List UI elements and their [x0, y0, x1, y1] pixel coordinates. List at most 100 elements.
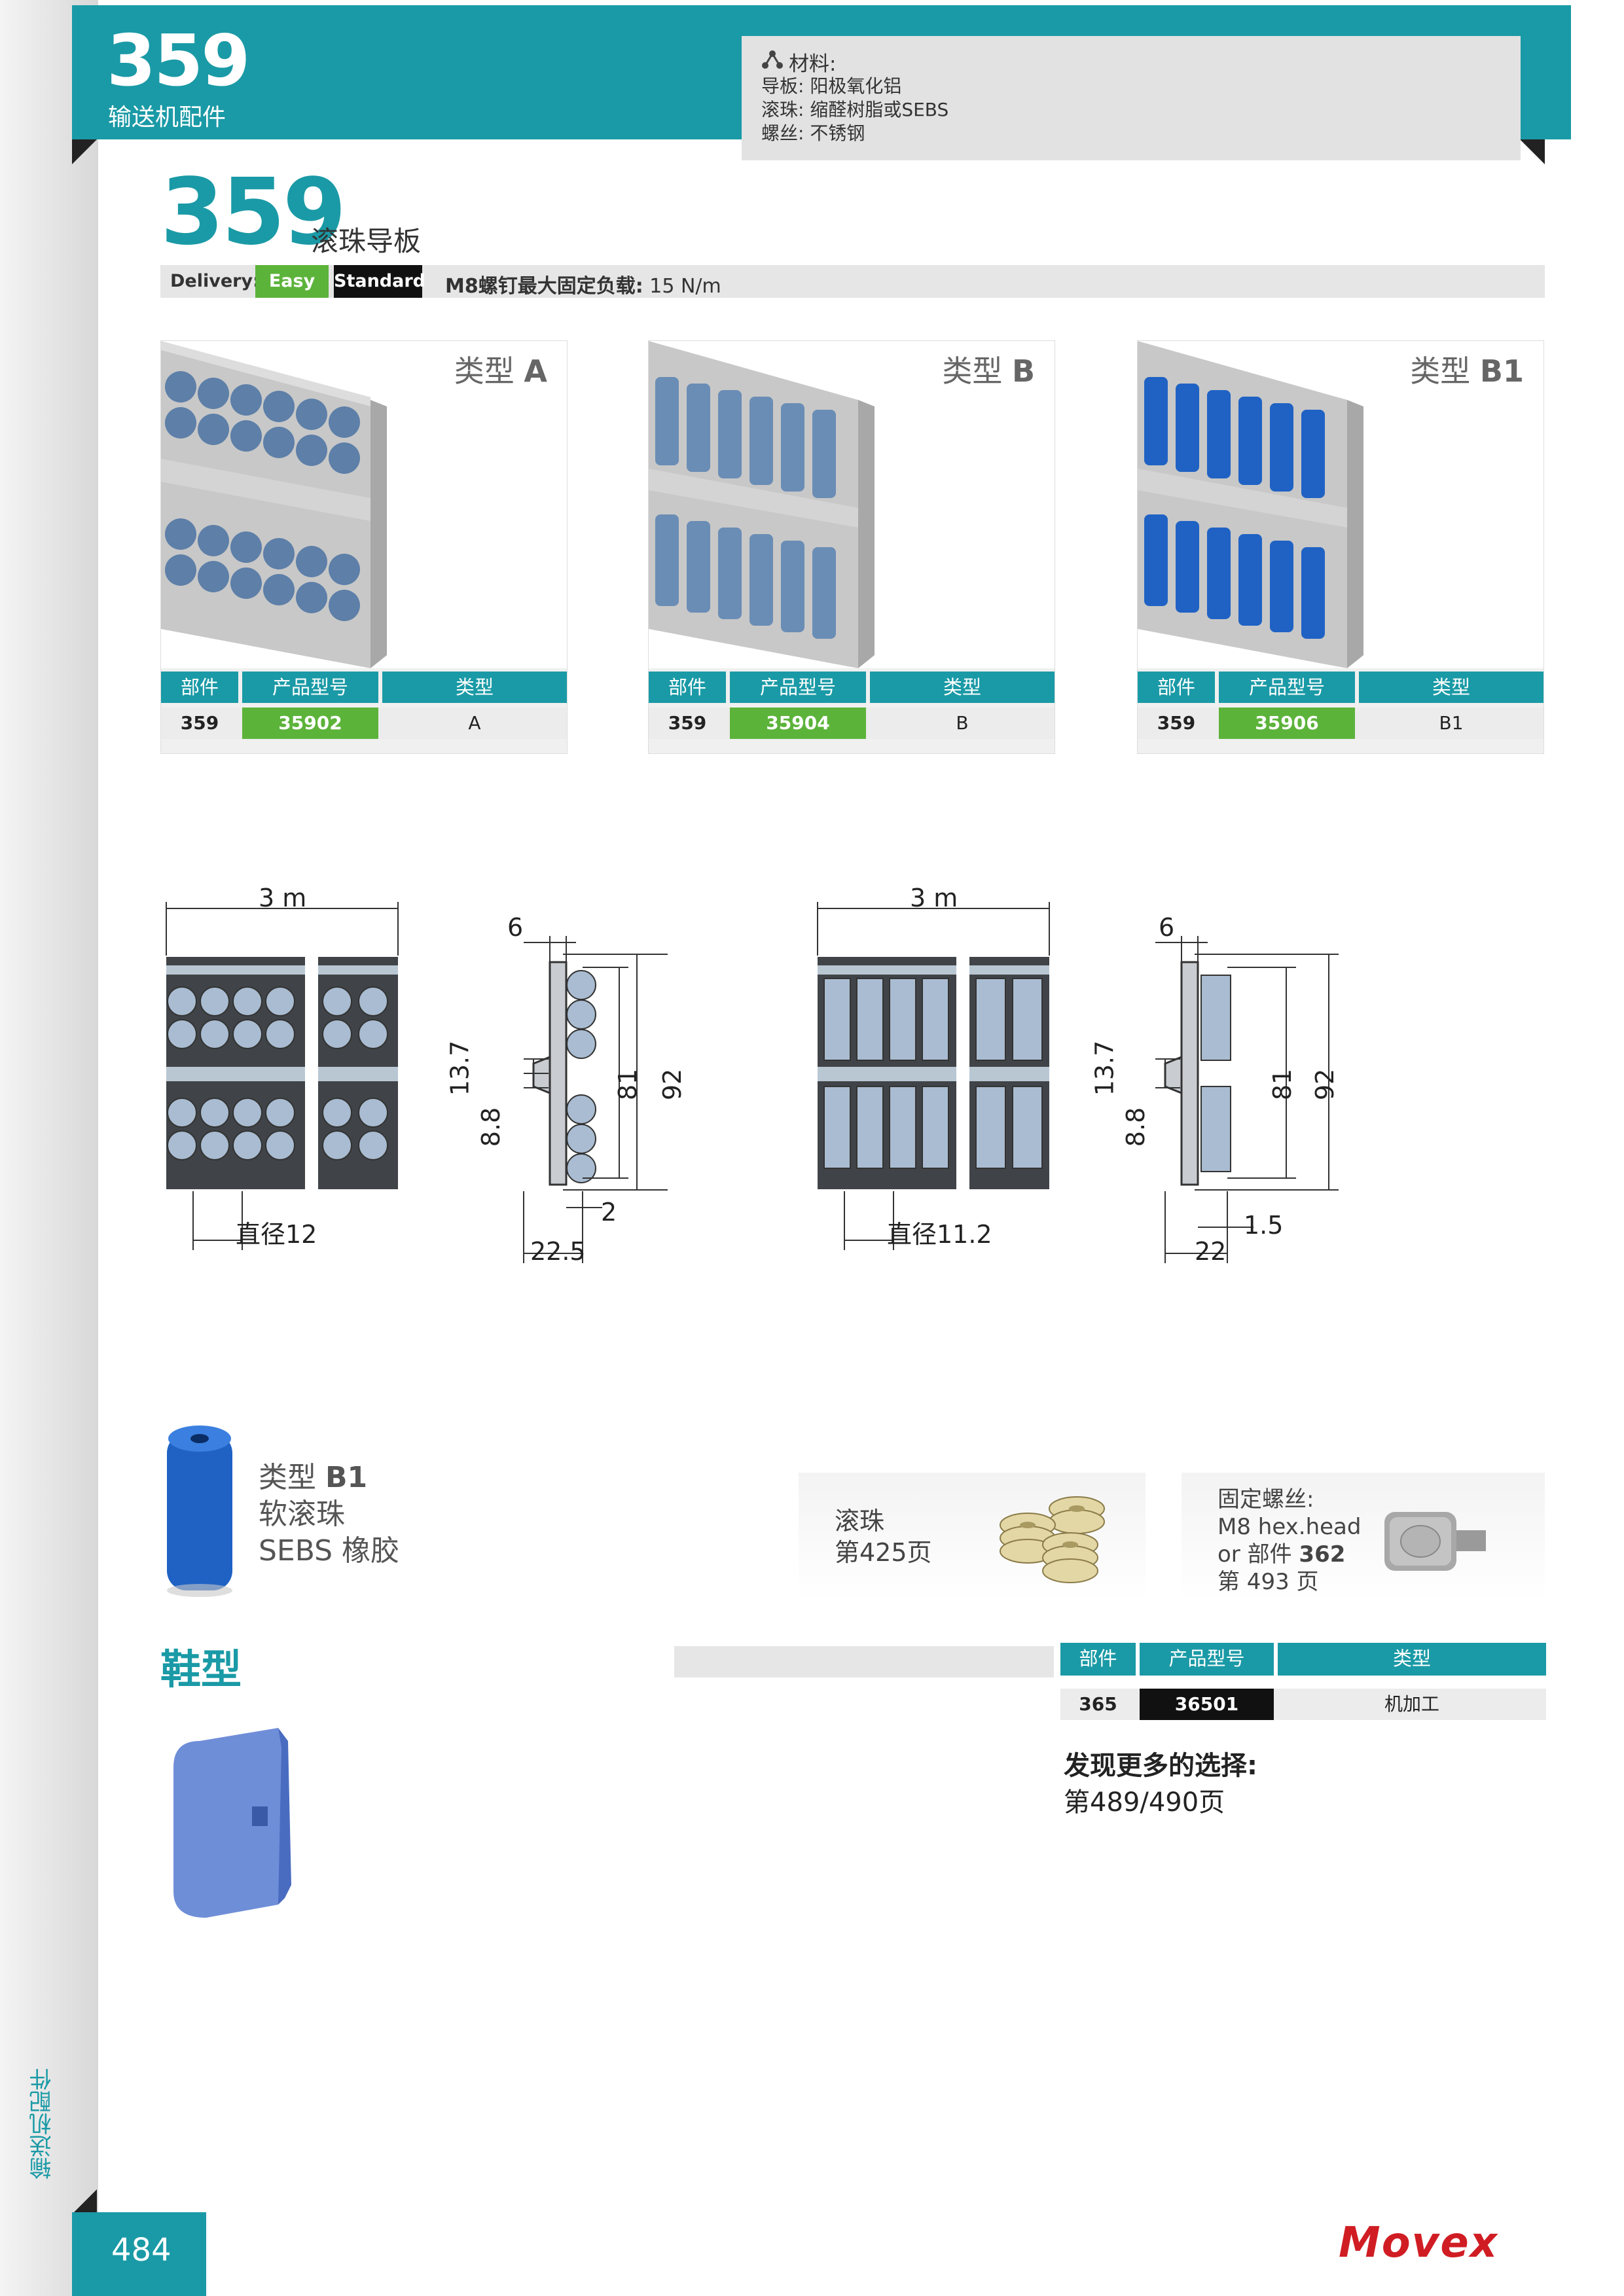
dim-8-8: 8.8 [1121, 1107, 1151, 1147]
col-part: 部件 [649, 672, 726, 703]
shoe-table-header: 部件 产品型号 类型 [1060, 1643, 1546, 1676]
shoe-image [173, 1728, 291, 1918]
card-type-label: 类型 [942, 353, 1003, 389]
dim-13-7: 13.7 [445, 1040, 475, 1096]
cell-code: 35906 [1219, 708, 1355, 739]
card-type-title: 类型 A [454, 348, 547, 391]
balls-ref-page: 第425页 [835, 1538, 932, 1567]
material-line: 螺丝: 不锈钢 [761, 122, 865, 144]
product-card-b1: 类型 B1 部件 产品型号 类型 359 35906 B1 [1137, 340, 1544, 754]
dim-6: 6 [1159, 913, 1175, 942]
product-photo [649, 341, 1055, 668]
screw-ref-part-label: or 部件 [1218, 1541, 1292, 1568]
col-part: 部件 [1138, 672, 1215, 703]
product-card-a: 类型 A 部件 产品型号 类型 359 35902 A [160, 340, 568, 754]
header-number: 359 [107, 20, 250, 102]
dim-22-5: 22.5 [530, 1237, 586, 1266]
cell-part: 365 [1079, 1693, 1117, 1715]
dim-length: 3 m [259, 884, 307, 912]
table-row: 359 35902 A [161, 708, 567, 739]
dim-92: 92 [1310, 1068, 1340, 1101]
max-load-value: 15 N/m [649, 275, 721, 298]
screw-ref-part: or 部件 362 [1218, 1541, 1361, 1568]
table-header: 部件 产品型号 类型 [161, 672, 567, 703]
screw-ref-text: 固定螺丝: M8 hex.head or 部件 362 第 493 页 [1218, 1486, 1361, 1596]
col-code: 产品型号 [730, 672, 866, 703]
delivery-label: Delivery: [170, 271, 260, 291]
shoe-title: 鞋型 [160, 1645, 242, 1693]
soft-roller-material: SEBS 橡胶 [259, 1534, 400, 1568]
page-fold [72, 2189, 97, 2214]
soft-roller-type-suffix: B1 [325, 1461, 368, 1494]
soft-roller-type-label: 类型 [259, 1461, 316, 1494]
table-row: 365 36501 机加工 [1060, 1689, 1546, 1720]
cell-part: 359 [668, 712, 707, 734]
materials-box [742, 36, 1521, 160]
cell-part: 359 [1157, 712, 1196, 734]
header-fold-right [1520, 139, 1545, 164]
col-type: 类型 [382, 672, 567, 703]
table-header: 部件 产品型号 类型 [1138, 672, 1543, 703]
card-type-title: 类型 B1 [1410, 348, 1524, 391]
dim-length: 3 m [910, 884, 958, 912]
product-name: 滚珠导板 [311, 225, 422, 257]
product-photo [161, 341, 567, 668]
roller-guide-b-image [649, 341, 875, 668]
screw-ref-page: 第 493 页 [1218, 1569, 1319, 1595]
left-sidebar [0, 0, 98, 2296]
dim-13-7: 13.7 [1090, 1040, 1119, 1096]
dim-81: 81 [1268, 1068, 1297, 1101]
cell-type: A [468, 712, 481, 734]
max-load: M8螺钉最大固定负载: 15 N/m [445, 270, 721, 298]
drawing-type-b [817, 902, 1339, 1263]
header-subtitle: 输送机配件 [108, 104, 226, 131]
delivery-easy-badge: Easy [255, 265, 329, 298]
materials-title: 材料: [789, 52, 837, 76]
dim-diameter: 直径11.2 [887, 1220, 992, 1249]
material-line: 导板: 阳极氧化铝 [761, 75, 902, 97]
table-row: 359 35906 B1 [1138, 708, 1543, 739]
more-options-title: 发现更多的选择: [1064, 1751, 1257, 1781]
soft-roller-image [167, 1426, 232, 1597]
col-type: 类型 [1359, 672, 1543, 703]
soft-roller-type: 类型 B1 [259, 1460, 399, 1496]
more-options-pages: 第489/490页 [1064, 1787, 1225, 1818]
screw-ref-part-number: 362 [1299, 1541, 1346, 1568]
movex-logo: Movex [1339, 2219, 1499, 2267]
roller-guide-b1-image [1138, 341, 1363, 668]
screw-image [1384, 1512, 1486, 1571]
cell-code: 35902 [242, 708, 378, 739]
soft-roller-name: 软滚珠 [259, 1498, 345, 1531]
dim-92: 92 [658, 1068, 687, 1101]
dim-81: 81 [613, 1068, 643, 1101]
dim-6: 6 [507, 913, 524, 942]
product-card-b: 类型 B 部件 产品型号 类型 359 35904 B [648, 340, 1055, 754]
col-type: 类型 [1278, 1643, 1546, 1676]
col-type: 类型 [870, 672, 1055, 703]
card-type-suffix: B1 [1479, 353, 1524, 389]
roller-guide-a-image [161, 341, 387, 668]
card-type-title: 类型 B [942, 348, 1035, 391]
dim-1-5: 1.5 [1244, 1211, 1284, 1240]
header-fold-left [72, 139, 97, 164]
dim-22: 22 [1195, 1237, 1227, 1266]
col-part: 部件 [161, 672, 238, 703]
max-load-label: M8螺钉最大固定负载: [445, 275, 643, 298]
card-type-label: 类型 [1410, 353, 1471, 389]
material-line: 滚珠: 缩醛树脂或SEBS [761, 99, 949, 120]
cell-code: 36501 [1140, 1689, 1274, 1720]
screw-ref-title: 固定螺丝: [1218, 1486, 1314, 1513]
cell-code: 35904 [730, 708, 866, 739]
materials-icon [762, 50, 783, 69]
drawing-type-a [166, 902, 668, 1263]
col-code: 产品型号 [1219, 672, 1355, 703]
cell-type: B [956, 712, 969, 734]
balls-ref-title: 滚珠 [835, 1507, 885, 1535]
dim-2: 2 [601, 1198, 617, 1227]
card-type-suffix: A [524, 353, 547, 389]
balls-image [1000, 1496, 1105, 1583]
table-header: 部件 产品型号 类型 [649, 672, 1055, 703]
col-code: 产品型号 [1140, 1643, 1274, 1676]
dim-8-8: 8.8 [477, 1107, 506, 1147]
col-code: 产品型号 [242, 672, 378, 703]
